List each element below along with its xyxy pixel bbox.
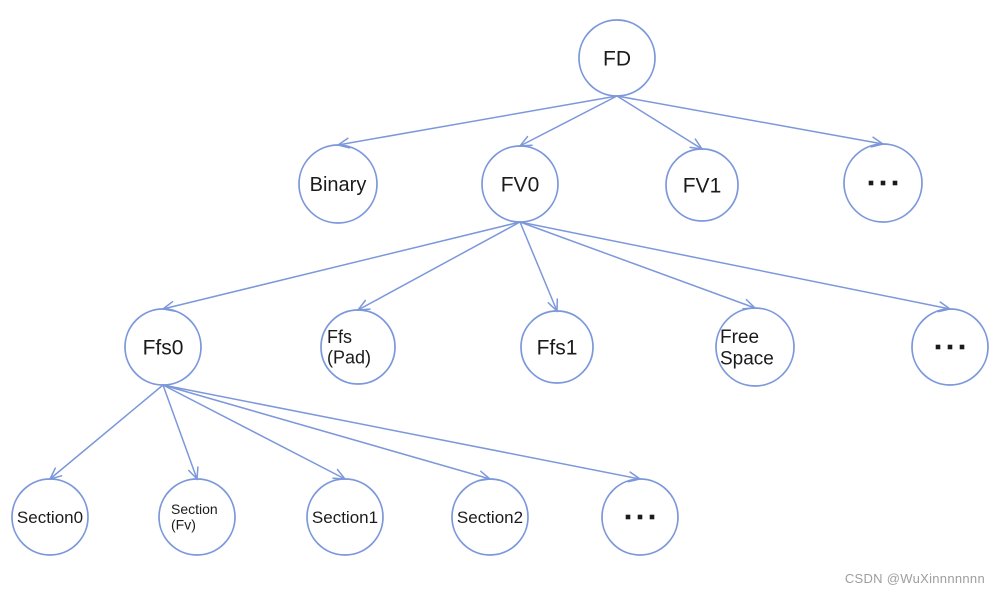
node-section0: Section0 <box>11 478 89 556</box>
edge-fv0-more2 <box>519 221 952 313</box>
edge-ffs0-section2 <box>162 384 492 482</box>
arrowhead-icon <box>547 298 559 313</box>
edge-fd-binary <box>336 95 618 149</box>
ellipsis-dot <box>868 180 874 186</box>
arrowhead-icon <box>187 466 199 481</box>
node-ffs1: Ffs1 <box>520 310 594 384</box>
node-fv1: FV1 <box>665 148 739 222</box>
edge-fv0-ffs1 <box>519 221 559 313</box>
arrowhead-icon <box>336 137 351 149</box>
node-fd-label: FD <box>603 47 631 70</box>
edge-ffs0-section1 <box>162 384 347 480</box>
node-section2-label: Section2 <box>457 508 523 527</box>
node-ffs0-label: Ffs0 <box>143 336 184 359</box>
arrowhead-icon <box>689 138 704 150</box>
ellipsis-dot <box>947 344 953 350</box>
edge-fv0-ffs0 <box>161 221 521 312</box>
arrowhead-icon <box>48 467 63 481</box>
edge-fv0-ffs-pad <box>356 221 521 311</box>
node-section1: Section1 <box>306 478 384 556</box>
edge-fd-more1 <box>616 95 885 148</box>
edge-ffs0-more3 <box>162 384 642 483</box>
arrowhead-icon <box>627 471 642 483</box>
arrowhead-icon <box>332 468 347 480</box>
node-ffs1-label: Ffs1 <box>537 336 578 359</box>
node-ffs0: Ffs0 <box>124 308 202 386</box>
node-more1 <box>843 143 923 223</box>
node-ffs-pad: Ffs(Pad) <box>320 309 396 385</box>
ellipsis-dot <box>892 180 898 186</box>
node-fv0-label: FV0 <box>501 173 540 196</box>
node-more3 <box>601 478 679 556</box>
edge-fd-fv0 <box>518 95 618 147</box>
node-more2 <box>911 308 989 386</box>
arrowhead-icon <box>937 301 952 313</box>
edge-fd-fv1 <box>616 95 704 150</box>
node-binary-label: Binary <box>310 174 367 196</box>
ellipsis-dot <box>649 514 655 520</box>
node-ffs-pad-label: Ffs(Pad) <box>327 327 371 367</box>
node-section-fv-label: Section(Fv) <box>171 501 218 533</box>
arrowhead-icon <box>161 300 176 312</box>
node-section-fv: Section(Fv) <box>158 478 236 556</box>
edge-ffs0-section-fv <box>162 384 199 481</box>
node-binary: Binary <box>298 144 378 224</box>
node-fv0: FV0 <box>481 145 559 223</box>
arrowhead-icon <box>477 470 492 482</box>
edge-fv0-free-space <box>519 221 757 310</box>
arrowhead-icon <box>518 135 533 147</box>
ellipsis-dot <box>959 344 965 350</box>
arrowhead-icon <box>870 136 885 148</box>
node-section1-label: Section1 <box>312 508 378 527</box>
arrowhead-icon <box>356 299 371 311</box>
node-fv1-label: FV1 <box>683 174 722 197</box>
ellipsis-dot <box>637 514 643 520</box>
node-section2: Section2 <box>451 478 529 556</box>
node-section0-label: Section0 <box>17 508 83 527</box>
ellipsis-dot <box>935 344 941 350</box>
node-fd: FD <box>578 19 656 97</box>
ellipsis-dot <box>880 180 886 186</box>
watermark: CSDN @WuXinnnnnnn <box>844 571 985 586</box>
ellipsis-dot <box>625 514 631 520</box>
arrowhead-icon <box>742 298 757 310</box>
edge-ffs0-section0 <box>48 384 164 481</box>
